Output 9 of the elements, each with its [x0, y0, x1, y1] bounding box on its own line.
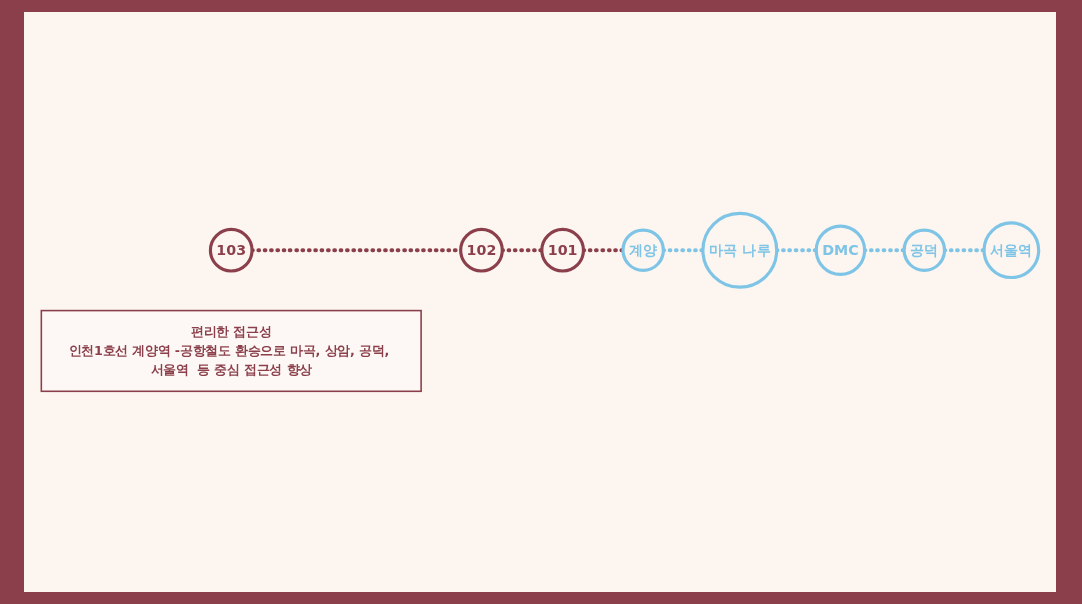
node-circle: 공덕 — [902, 228, 947, 272]
node-box: 편리한 접근성 인천1호선 계양역 -공항철도 환승으로 마곡, 상암, 공덕, 서울역 등 중심 접근성 향상 — [40, 309, 422, 392]
node-circle: DMC — [814, 224, 867, 276]
node-circle: 101 — [540, 227, 586, 273]
node-circle: 103 — [208, 227, 254, 273]
node-circle: 마곡 나루 — [701, 211, 779, 289]
node-circle: 102 — [459, 227, 504, 273]
node-circle: 서울역 — [982, 221, 1041, 279]
node-circle: 계양 — [621, 228, 665, 272]
